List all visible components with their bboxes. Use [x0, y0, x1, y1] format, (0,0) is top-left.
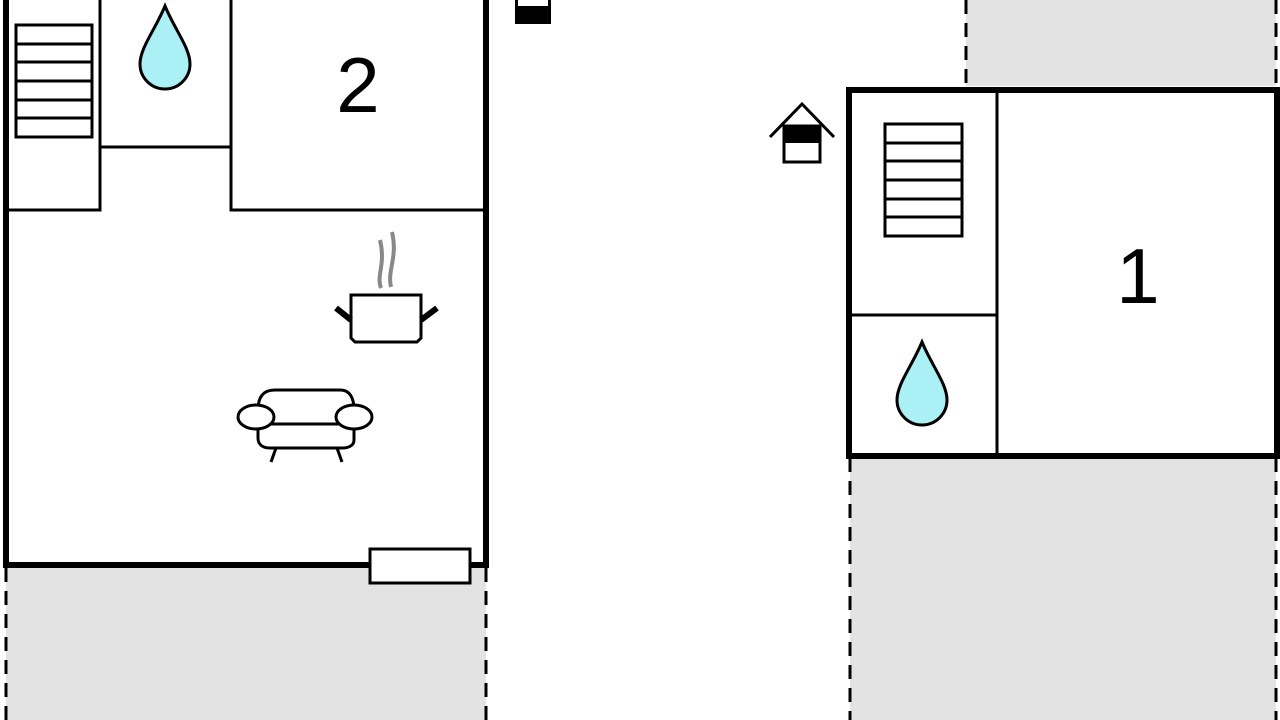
building-left: [3, 0, 489, 568]
terrace-left: [4, 568, 488, 720]
terrace-right-bottom: [848, 458, 1278, 720]
stairs-icon: [883, 122, 964, 238]
stairs-icon: [14, 23, 94, 139]
house-entrance-icon: [768, 101, 836, 164]
cooking-pot-icon: [334, 231, 439, 344]
sofa-icon: [236, 388, 374, 463]
house-entrance-icon-top: [515, 0, 551, 24]
water-drop-icon: [895, 338, 949, 427]
room-label-2: 2: [336, 41, 379, 129]
terrace-right-top: [964, 0, 1278, 86]
water-drop-icon: [138, 2, 192, 91]
window-icon: [368, 547, 472, 585]
room-label-1: 1: [1116, 232, 1159, 320]
